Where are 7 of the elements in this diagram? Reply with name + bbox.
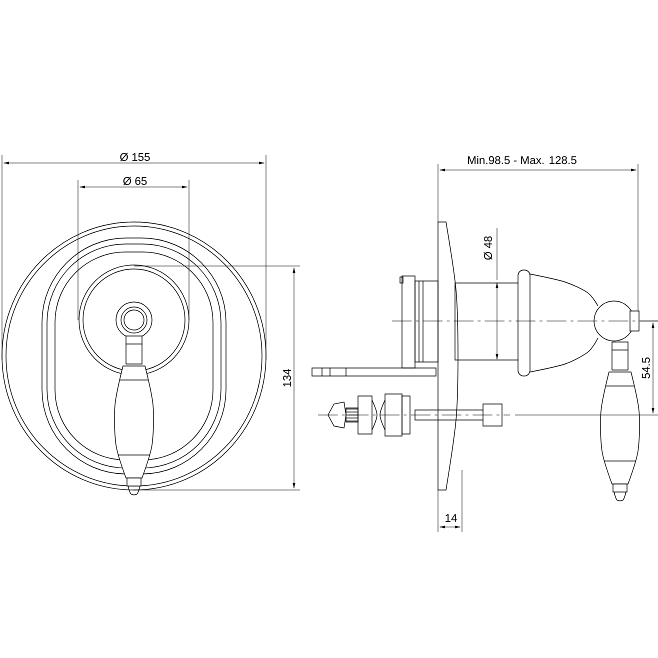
dimension-label: 54.5 — [642, 358, 650, 378]
dimension-label: Min.98.5 - Max. 128.5 — [468, 156, 576, 164]
dimension-label: Ø 155 — [120, 152, 150, 162]
dimension-label: Ø 65 — [123, 176, 147, 186]
dimension-label: 14 — [446, 514, 457, 522]
dimension-label: Ø 48 — [484, 236, 492, 260]
dimension-label: 134 — [283, 368, 291, 387]
